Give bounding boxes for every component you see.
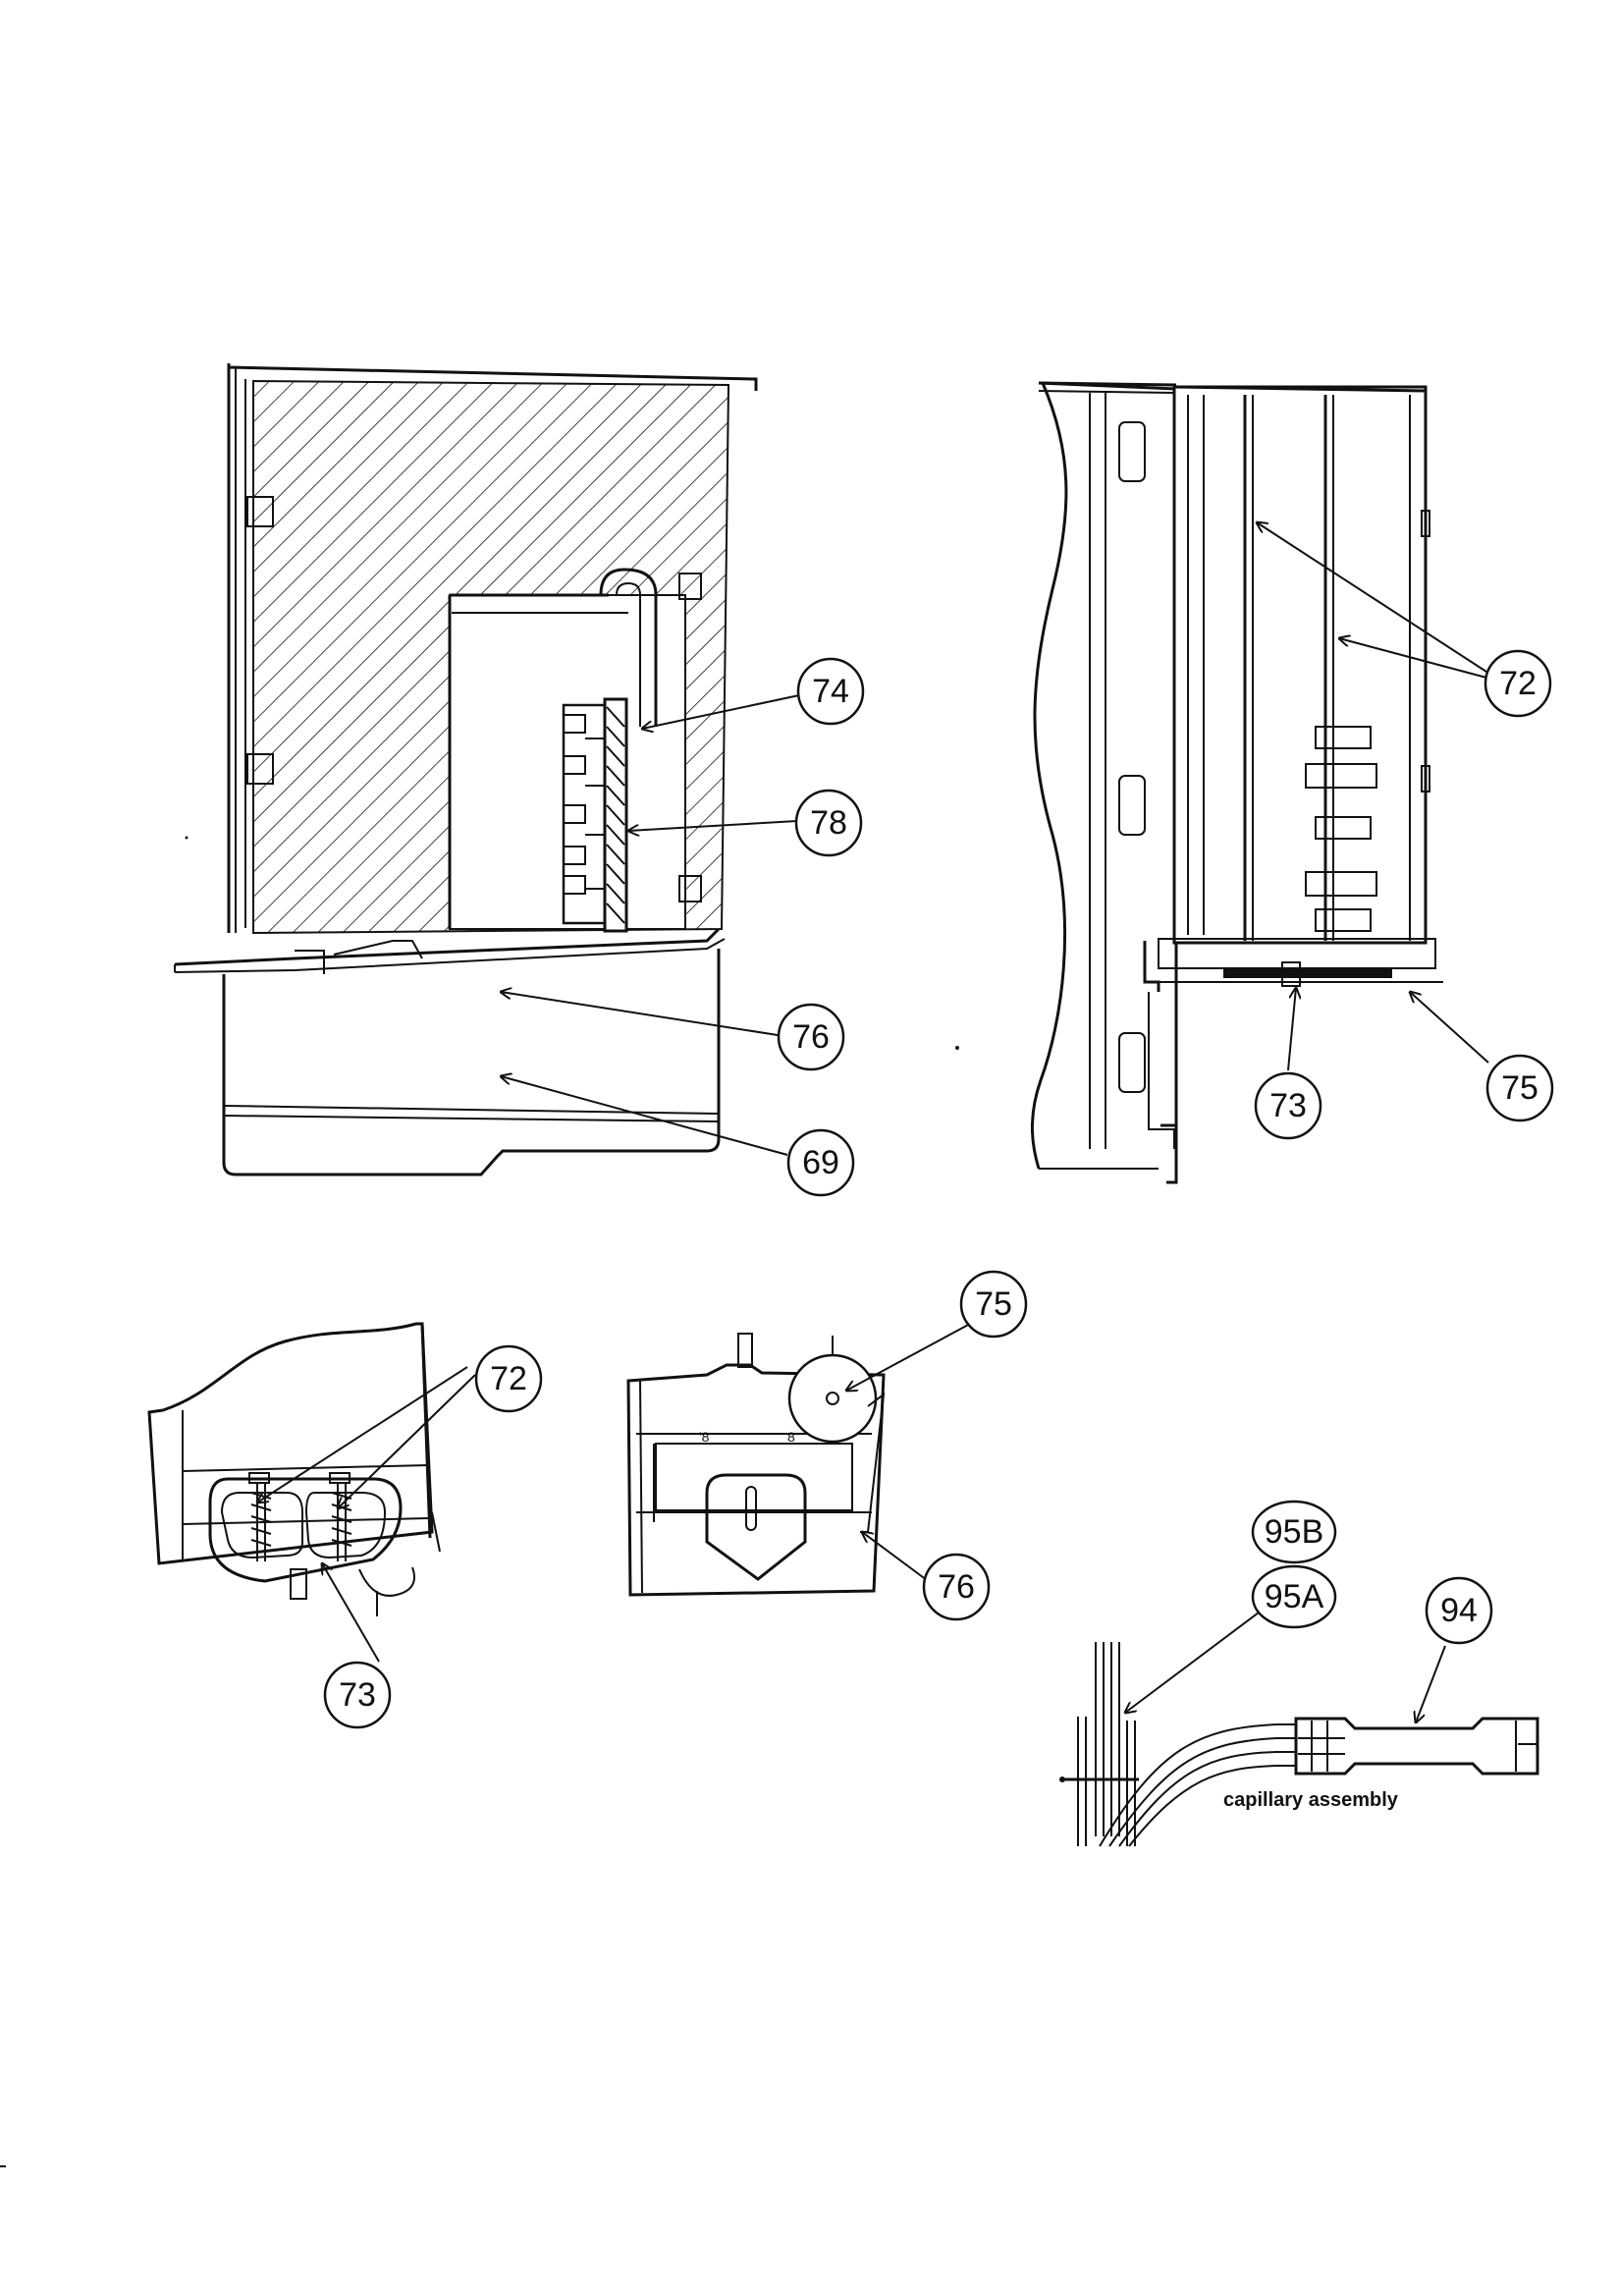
thermostat-knob	[705, 1473, 807, 1581]
callout-69: 69	[786, 1128, 855, 1197]
coil-terminals	[563, 714, 605, 895]
callout-78: 78	[794, 789, 863, 857]
view-front-assembly	[174, 363, 758, 1176]
callout-76-front: 76	[777, 1003, 845, 1071]
svg-text:75: 75	[1501, 1069, 1538, 1107]
svg-text:76: 76	[938, 1568, 975, 1606]
callout-95a: 95A	[1251, 1564, 1337, 1629]
svg-text:'8: '8	[699, 1429, 710, 1445]
callout-72-detail: 72	[474, 1344, 543, 1413]
evaporator-frame	[1172, 385, 1428, 945]
callout-75-detail: 75	[959, 1270, 1028, 1339]
svg-text:73: 73	[339, 1676, 376, 1714]
capillary-assembly-caption: capillary assembly	[1223, 1789, 1399, 1811]
leader-lines	[257, 522, 1489, 1722]
callout-74: 74	[796, 657, 865, 726]
svg-text:74: 74	[812, 673, 849, 710]
callout-94: 94	[1425, 1576, 1493, 1645]
callout-72-side: 72	[1483, 649, 1552, 718]
svg-text:78: 78	[810, 804, 847, 842]
svg-text:94: 94	[1440, 1592, 1478, 1629]
bottom-bracket	[174, 927, 721, 966]
evaporator-dividers	[1243, 395, 1334, 941]
drain-pan	[222, 949, 721, 1176]
svg-text:76: 76	[792, 1018, 830, 1056]
view-thermostat-detail: '8 8	[626, 1333, 886, 1597]
svg-text:72: 72	[490, 1360, 527, 1397]
svg-text:72: 72	[1499, 665, 1537, 702]
callout-73-detail: 73	[323, 1661, 392, 1729]
svg-text:73: 73	[1269, 1087, 1307, 1124]
callout-75-side: 75	[1485, 1054, 1554, 1122]
callout-95b: 95B	[1251, 1500, 1337, 1564]
svg-text:95B: 95B	[1265, 1513, 1324, 1551]
connector-housing	[208, 1477, 403, 1583]
callout-76-detail: 76	[922, 1553, 991, 1621]
svg-text:69: 69	[802, 1144, 839, 1181]
view-capillary-assembly: capillary assembly	[1059, 1642, 1539, 1847]
view-side-assembly	[1031, 381, 1443, 1184]
svg-text:75: 75	[975, 1285, 1012, 1323]
evaporator-tabs	[1305, 726, 1377, 932]
svg-text:95A: 95A	[1265, 1578, 1324, 1615]
capillary-fitting	[1294, 1717, 1539, 1776]
callout-73-side: 73	[1254, 1071, 1322, 1140]
svg-text:8: 8	[787, 1429, 795, 1445]
view-connector-detail	[147, 1322, 441, 1616]
